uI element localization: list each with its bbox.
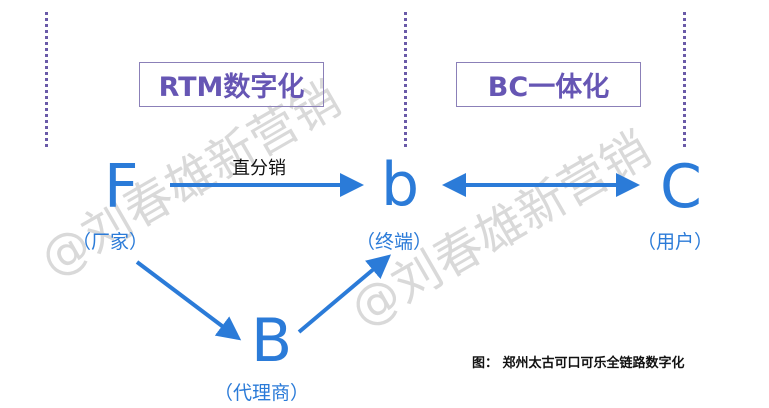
node-B: B [251, 306, 293, 376]
node-b: b [381, 150, 420, 220]
node-C-label: （用户） [637, 231, 714, 253]
divider-middle [404, 12, 407, 147]
divider-right [683, 12, 686, 147]
rtm-box: RTM数字化 [139, 62, 324, 107]
node-F-label: （厂家） [72, 231, 149, 253]
node-b-label: （终端） [356, 231, 433, 253]
figure-caption: 图： 郑州太古可口可乐全链路数字化 [472, 356, 685, 371]
divider-left [45, 12, 48, 147]
arrow-F-to-B [135, 260, 242, 341]
bc-box: BC一体化 [456, 62, 641, 107]
edge-label-direct: 直分销 [232, 158, 286, 179]
node-F: F [104, 152, 139, 222]
node-C: C [660, 152, 702, 222]
node-B-label: （代理商） [214, 382, 310, 404]
arrow-B-to-b [297, 254, 392, 334]
